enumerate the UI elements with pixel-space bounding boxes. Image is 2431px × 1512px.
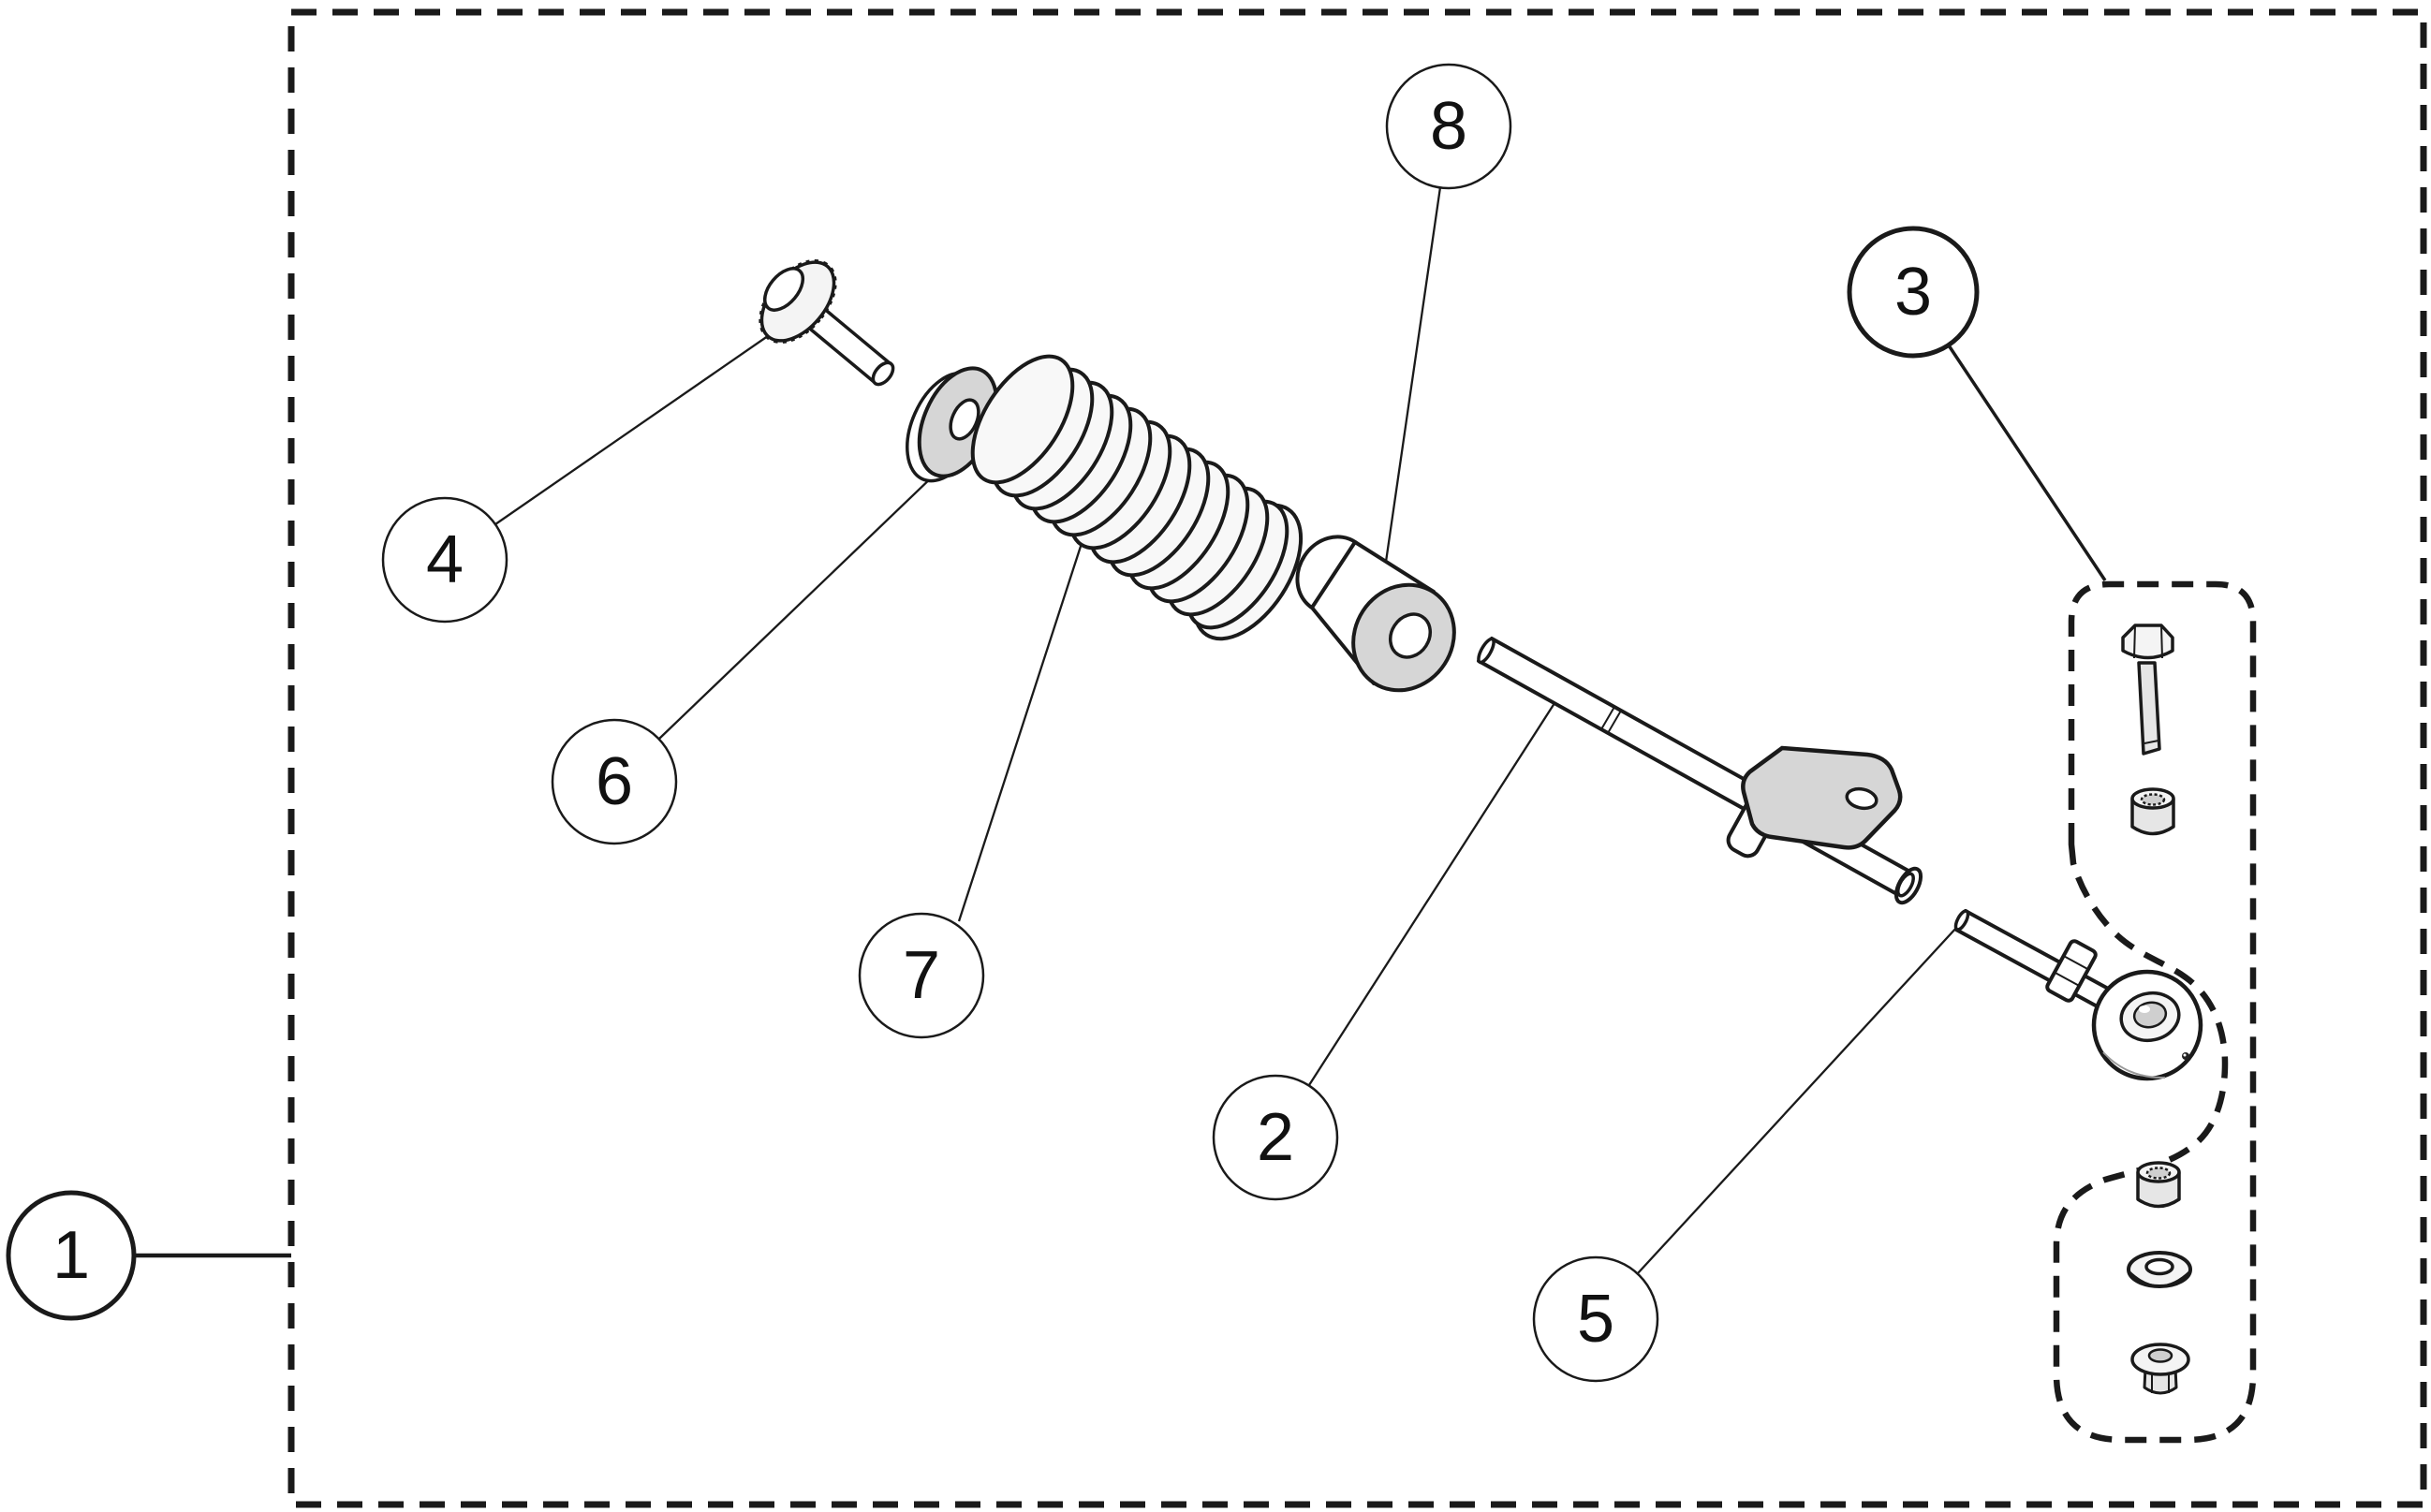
callout-2-circle[interactable] (1212, 1074, 1339, 1201)
grease-port-center (2183, 1053, 2187, 1057)
leader-line-3 (1947, 345, 2107, 581)
hw-washer-hole (2144, 1257, 2174, 1276)
hex-head-facet (2160, 624, 2163, 659)
callout-5[interactable]: 5 (1532, 1255, 1659, 1383)
callout-7-circle[interactable] (858, 912, 985, 1039)
part-tie-rod-end (1953, 909, 2203, 1081)
callout-4-circle[interactable] (381, 496, 508, 624)
rod-tube-bore (1896, 872, 1915, 898)
part-link-rod (1477, 637, 1923, 905)
callout-2-label: 2 (1257, 1100, 1294, 1175)
callout-1[interactable]: 1 (6, 1190, 137, 1321)
bushing-hole (1388, 612, 1433, 659)
bolt-head-cap (762, 267, 805, 312)
hardware-spacer-nut (2130, 787, 2175, 836)
callout-5-label: 5 (1577, 1282, 1614, 1357)
hw-washer-rim (2127, 1270, 2192, 1288)
callout-8[interactable]: 8 (1385, 63, 1512, 190)
flange-nut-bore (2147, 1348, 2173, 1363)
callout-4-label: 4 (426, 522, 464, 597)
jam-nut (2045, 939, 2098, 1003)
callout-1-label: 1 (52, 1218, 90, 1293)
hex-bolt-shank (2137, 661, 2161, 756)
callout-8-circle[interactable] (1385, 63, 1512, 190)
leader-line-6 (658, 472, 937, 740)
part-cone-bushing (1295, 535, 1456, 693)
hardware-flange-nut (2130, 1343, 2190, 1395)
callout-6[interactable]: 6 (551, 718, 678, 845)
bracket-hole (1845, 786, 1878, 811)
tie-rod-tip (1953, 909, 1970, 932)
rod-bracket-plate (1741, 745, 1903, 850)
callout-3[interactable]: 3 (1847, 226, 1980, 359)
leader-line-4 (494, 329, 778, 525)
callout-2[interactable]: 2 (1212, 1074, 1339, 1201)
callout-7-label: 7 (903, 938, 940, 1013)
housing-shade (2102, 1051, 2166, 1079)
callout-6-circle[interactable] (551, 718, 678, 845)
hardware-washer (2127, 1251, 2192, 1288)
hex-bolt-bevel (2144, 740, 2159, 744)
leader-line-2 (1308, 699, 1557, 1086)
callout-8-label: 8 (1430, 89, 1467, 164)
cylinder-nut-bore (2145, 1167, 2172, 1180)
leader-line-8 (1384, 186, 1442, 563)
callout-7[interactable]: 7 (858, 912, 985, 1039)
callout-1-circle[interactable] (6, 1190, 137, 1321)
hardware-hex-bolt (2121, 624, 2174, 756)
rod-tip (1477, 637, 1495, 665)
callout-3-circle[interactable] (1847, 226, 1980, 359)
spring-coil (970, 354, 1075, 485)
washer-hole (949, 398, 980, 441)
ball-highlight (2139, 1006, 2150, 1013)
hardware-cylinder-nut (2136, 1161, 2181, 1209)
rod-step-line (1607, 710, 1622, 734)
callout-6-label: 6 (596, 744, 633, 819)
part-flange-bolt (759, 258, 895, 387)
hex-bolt-head (2121, 624, 2174, 660)
rod-step-line (1600, 706, 1615, 730)
hex-head-facet (2133, 624, 2136, 659)
spacer-nut-bore (2140, 793, 2166, 806)
bolt-tip (871, 360, 895, 387)
part-coil-spring (970, 354, 1304, 641)
leader-line-5 (1637, 926, 1958, 1274)
callout-4[interactable]: 4 (381, 496, 508, 624)
leader-line-7 (957, 493, 1099, 922)
callout-5-circle[interactable] (1532, 1255, 1659, 1383)
callout-3-label: 3 (1894, 255, 1932, 330)
